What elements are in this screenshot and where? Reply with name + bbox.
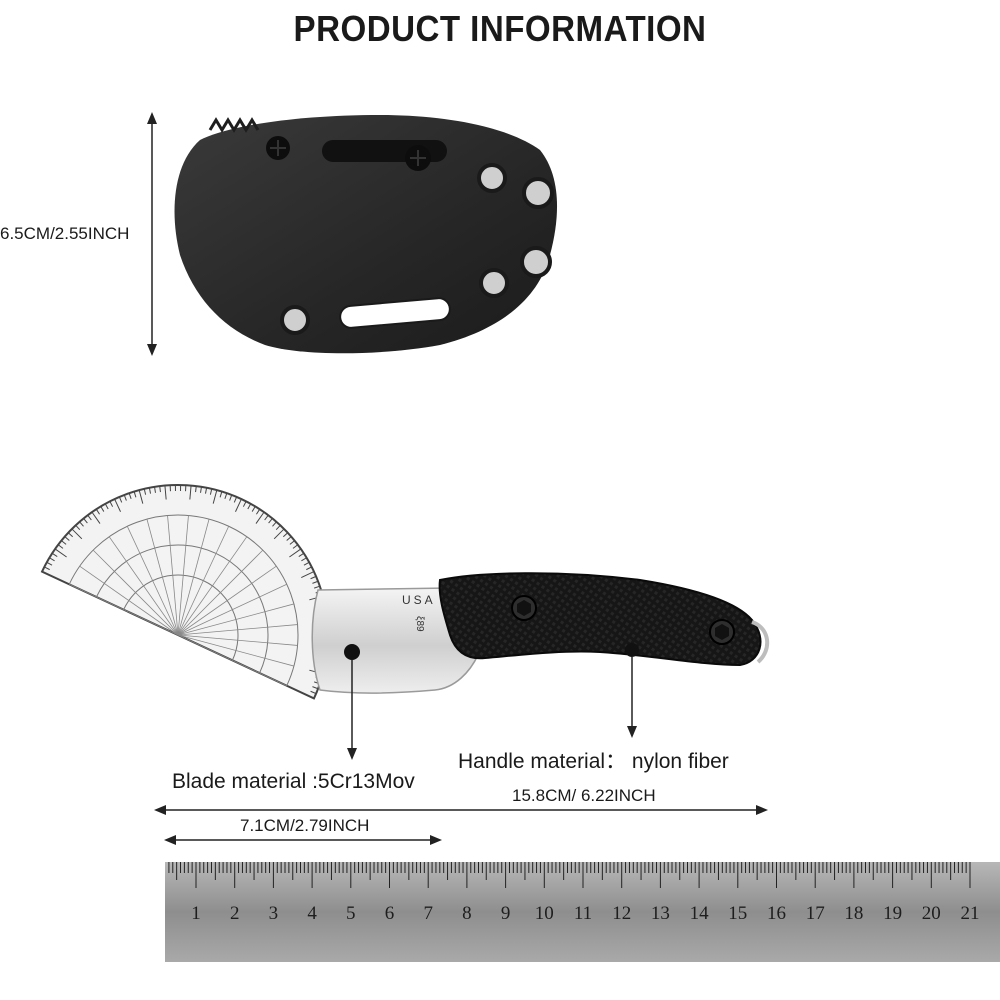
ruler-number: 4 <box>307 903 317 924</box>
ruler-number: 1 <box>191 903 201 924</box>
blade-mark: ξ89 <box>414 616 425 632</box>
sheath-height-label: 6.5CM/2.55INCH <box>0 224 130 243</box>
ruler-numbers: 1234567891011121314151617181920212 <box>191 903 980 924</box>
knife-image <box>311 572 769 760</box>
blade-pointer-dot <box>344 644 360 660</box>
blade-material-label: Blade material :5Cr13Mov <box>172 770 415 793</box>
ruler-number: 3 <box>269 903 279 924</box>
blade-stamp: USA <box>402 593 436 607</box>
ruler-number: 17 <box>806 903 825 924</box>
ruler-number: 21 <box>961 903 980 924</box>
handle-pointer-dot <box>625 643 639 657</box>
ruler-number: 19 <box>883 903 902 924</box>
ruler-number: 7 <box>423 903 433 924</box>
sheath-height-arrow <box>147 112 157 356</box>
ruler-number: 11 <box>574 903 592 924</box>
page-title: PRODUCT INFORMATION <box>293 8 707 49</box>
ruler-number: 12 <box>612 903 631 924</box>
ruler-number: 5 <box>346 903 356 924</box>
total-length-arrow <box>154 805 768 815</box>
total-length-label: 15.8CM/ 6.22INCH <box>512 786 656 805</box>
blade-length-arrow <box>164 835 442 845</box>
ruler-number: 14 <box>690 903 710 924</box>
ruler-number: 15 <box>728 903 747 924</box>
ruler-number: 6 <box>385 903 395 924</box>
ruler-number: 16 <box>767 903 786 924</box>
blade-length-label: 7.1CM/2.79INCH <box>240 816 370 835</box>
ruler-number: 2 <box>230 903 240 924</box>
ruler-number: 8 <box>462 903 472 924</box>
ruler-number: 9 <box>501 903 511 924</box>
ruler-number: 13 <box>651 903 670 924</box>
ruler-image <box>165 862 1000 962</box>
sheath-image <box>174 115 558 354</box>
handle-material-label: Handle material： nylon fiber <box>458 750 729 773</box>
ruler-number: 18 <box>844 903 863 924</box>
ruler-number: 10 <box>535 903 554 924</box>
ruler-number: 20 <box>922 903 941 924</box>
